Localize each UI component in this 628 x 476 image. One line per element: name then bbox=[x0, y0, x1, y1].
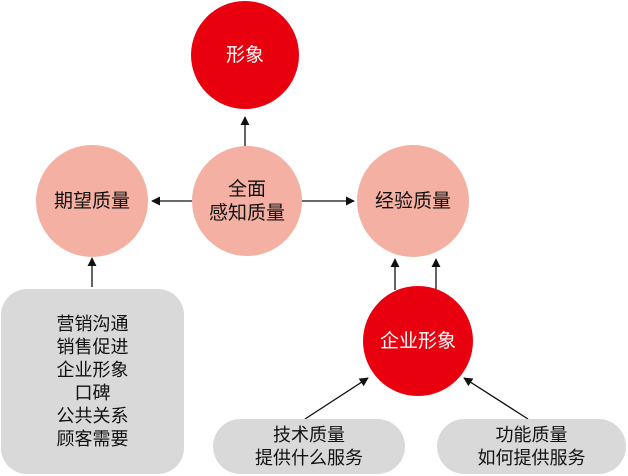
node-image-label: 形象 bbox=[225, 44, 264, 66]
marketing-factor-item: 顾客需要 bbox=[56, 428, 129, 450]
node-expected-quality-label: 期望质量 bbox=[53, 190, 130, 212]
functional-quality-title: 功能质量 bbox=[495, 424, 568, 446]
node-perceived-quality-line-1: 全面 bbox=[227, 178, 266, 200]
node-expected-quality: 期望质量 bbox=[36, 145, 148, 257]
box-functional-quality: 功能质量 如何提供服务 bbox=[437, 419, 626, 474]
functional-quality-desc: 如何提供服务 bbox=[477, 447, 586, 469]
arrow-technical-to-corporate bbox=[304, 377, 369, 420]
arrow-functional-to-corporate bbox=[463, 377, 529, 420]
node-image: 形象 bbox=[191, 1, 299, 109]
node-experienced-quality-label: 经验质量 bbox=[374, 190, 451, 212]
marketing-factor-item: 公共关系 bbox=[56, 405, 129, 427]
marketing-factor-item: 口碑 bbox=[74, 382, 111, 404]
node-experienced-quality: 经验质量 bbox=[357, 145, 469, 257]
node-perceived-quality: 全面 感知质量 bbox=[192, 146, 302, 256]
technical-quality-title: 技术质量 bbox=[273, 424, 345, 446]
marketing-factor-item: 销售促进 bbox=[56, 336, 129, 358]
node-corporate-image-label: 企业形象 bbox=[379, 330, 456, 352]
technical-quality-desc: 提供什么服务 bbox=[255, 447, 363, 469]
node-perceived-quality-line-2: 感知质量 bbox=[208, 202, 285, 224]
box-marketing-factors: 营销沟通 销售促进 企业形象 口碑 公共关系 顾客需要 bbox=[1, 289, 184, 474]
node-corporate-image: 企业形象 bbox=[363, 286, 473, 396]
marketing-factor-item: 企业形象 bbox=[56, 359, 129, 381]
box-technical-quality: 技术质量 提供什么服务 bbox=[213, 419, 405, 474]
marketing-factor-item: 营销沟通 bbox=[56, 313, 129, 335]
